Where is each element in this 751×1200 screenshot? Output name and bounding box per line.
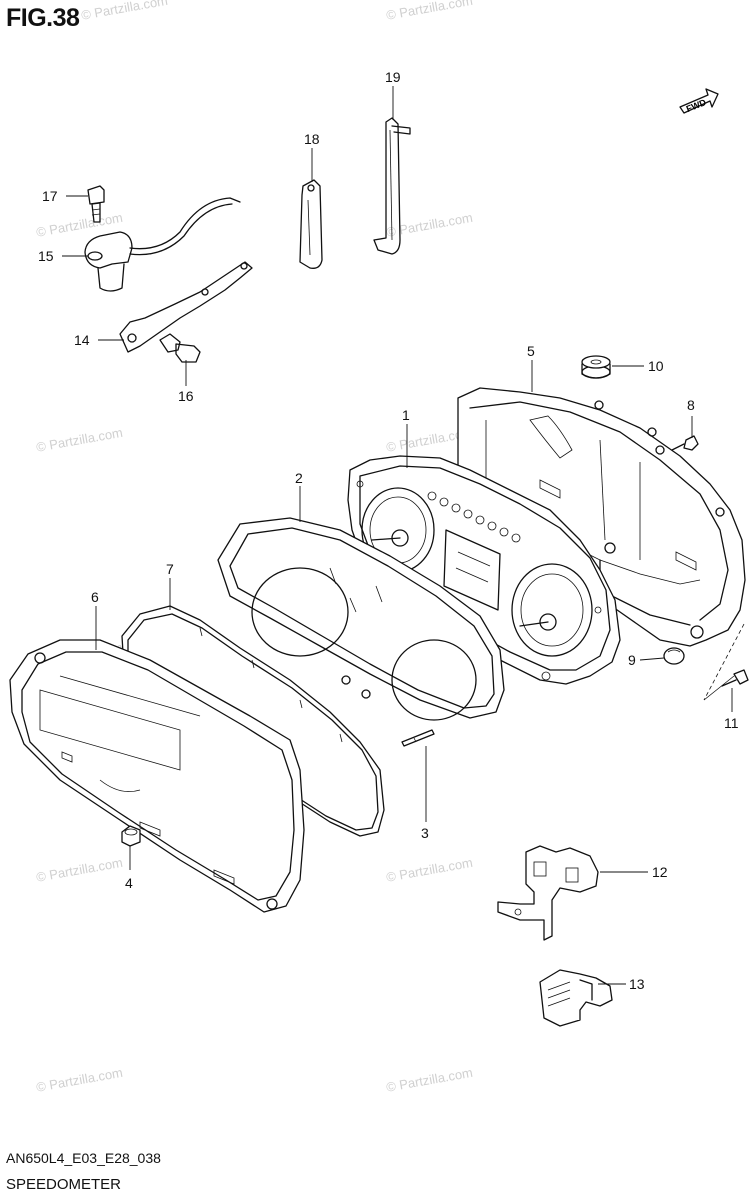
figure-name: SPEEDOMETER (6, 1176, 122, 1193)
part-5-rear-case (457, 387, 746, 647)
part-10-grommet (581, 355, 611, 379)
callout-18: 18 (304, 131, 320, 147)
callout-labels: 1 2 3 4 5 6 7 8 9 10 11 12 13 14 15 16 1… (38, 69, 739, 992)
callout-10: 10 (648, 358, 664, 374)
part-13-connector (539, 969, 613, 1027)
callout-2: 2 (295, 470, 303, 486)
callout-6: 6 (91, 589, 99, 605)
callout-17: 17 (42, 188, 58, 204)
forward-arrow-icon: FWD (679, 88, 719, 114)
fwd-label: FWD (685, 97, 708, 114)
callout-19: 19 (385, 69, 401, 85)
callout-3: 3 (421, 825, 429, 841)
part-14-bracket (119, 261, 253, 353)
part-1-meter-assembly (347, 455, 621, 685)
part-6-front-cover (9, 639, 305, 913)
callout-16: 16 (178, 388, 194, 404)
part-12-bracket (497, 845, 599, 941)
callout-8: 8 (687, 397, 695, 413)
part-11-screw (703, 623, 749, 701)
callout-13: 13 (629, 976, 645, 992)
part-2-frame (217, 517, 505, 721)
part-15-sensor (84, 197, 241, 292)
part-3-pin (401, 729, 435, 747)
part-17-bolt (87, 185, 105, 223)
callout-15: 15 (38, 248, 54, 264)
part-18-strap (299, 179, 323, 269)
figure-title: FIG.38 (6, 4, 80, 32)
callout-14: 14 (74, 332, 90, 348)
callout-11: 11 (724, 715, 739, 731)
callout-7: 7 (166, 561, 174, 577)
leader-lines (62, 86, 733, 985)
part-19-rod (373, 117, 411, 255)
part-16-bolt (159, 333, 201, 363)
part-4-nut (121, 825, 141, 847)
callout-9: 9 (628, 652, 636, 668)
callout-5: 5 (527, 343, 535, 359)
callout-12: 12 (652, 864, 668, 880)
figure-code: AN650L4_E03_E28_038 (6, 1150, 161, 1166)
part-9-cap (663, 647, 685, 665)
part-8-screw (671, 435, 699, 451)
callout-1: 1 (402, 407, 410, 423)
callout-4: 4 (125, 875, 133, 891)
